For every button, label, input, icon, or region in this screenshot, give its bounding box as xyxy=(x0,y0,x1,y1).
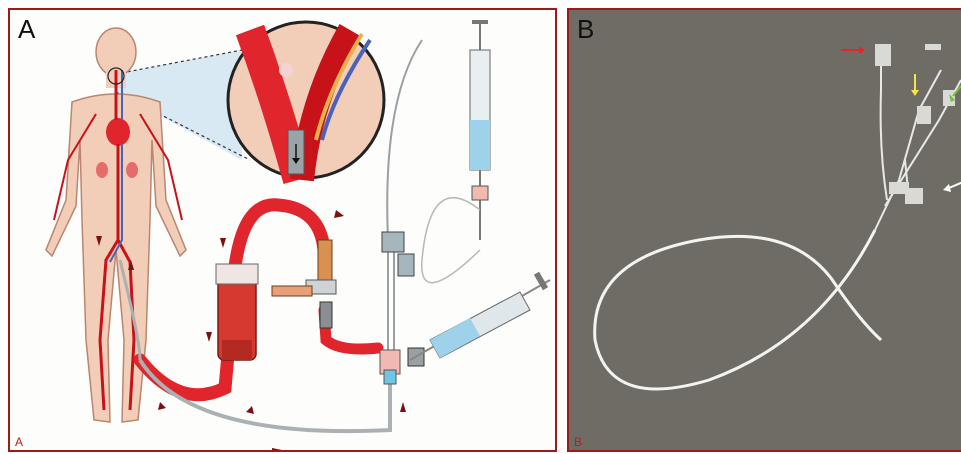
blood-pump xyxy=(216,264,258,360)
return-line xyxy=(140,360,390,431)
vessel-magnifier xyxy=(228,22,384,180)
stopcock-red-marked xyxy=(875,44,891,66)
panel-b-label: B xyxy=(577,16,594,42)
catheter-photo xyxy=(569,10,961,452)
white-arrow xyxy=(949,182,961,188)
panel-a-corner-label: A xyxy=(15,436,23,448)
catheter-loop xyxy=(595,230,881,389)
circuit-illustration xyxy=(10,10,557,452)
side-syringe xyxy=(410,272,550,360)
syringe xyxy=(422,20,490,283)
catheter-lines xyxy=(380,40,424,384)
panel-b-photo: B B xyxy=(567,8,961,452)
panel-b-corner-label: B xyxy=(574,436,582,448)
panel-a-illustration: A A xyxy=(8,8,557,452)
panel-a-label: A xyxy=(18,16,35,42)
tube-connector xyxy=(272,240,336,328)
